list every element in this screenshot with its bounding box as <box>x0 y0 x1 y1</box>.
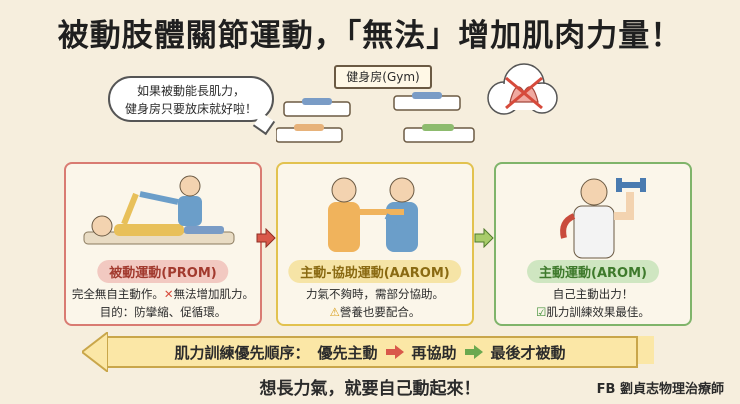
prom-desc-line-2: 目的：防攣縮、促循環。 <box>99 305 227 319</box>
arom-desc-line-1: 自己主動出力！ <box>552 287 634 301</box>
arrow-right-icon <box>385 345 404 359</box>
passive-exercise-illustration <box>83 175 235 245</box>
aarom-desc-line-2: ⚠營養也要配合。 <box>278 303 472 321</box>
no-muscle-thought-icon <box>487 63 558 115</box>
prom-desc-line-1: 完全無自主動作。✕無法增加肌力。 <box>66 285 260 303</box>
aarom-label: 主動-協助運動(AAROM) <box>288 260 462 283</box>
gym-sign: 健身房(Gym) <box>334 65 432 89</box>
aarom-desc-text: 營養也要配合。 <box>339 305 421 319</box>
arom-desc-text: 肌力訓練效果最佳。 <box>546 305 650 319</box>
prom-panel: 被動運動(PROM) 完全無自主動作。✕無法增加肌力。 目的：防攣縮、促循環。 <box>64 162 262 326</box>
active-exercise-illustration <box>560 178 646 259</box>
banner-arrow-head-icon <box>82 332 108 372</box>
priority-prefix: 肌力訓練優先順序： <box>174 343 310 362</box>
assisted-exercise-illustration <box>328 177 418 252</box>
priority-step-1: 優先主動 <box>317 343 378 362</box>
author-credit: FB 劉貞志物理治療師 <box>596 382 724 397</box>
prom-description: 完全無自主動作。✕無法增加肌力。 目的：防攣縮、促循環。 <box>66 285 260 321</box>
page-title: 被動肢體關節運動，「無法」增加肌肉力量！ <box>57 18 683 54</box>
arom-label: 主動運動(AROM) <box>527 260 659 283</box>
banner-tail <box>638 336 654 364</box>
arom-desc-line-2: ☑肌力訓練效果最佳。 <box>496 303 690 321</box>
prom-desc-part-a: 完全無自主動作。 <box>71 287 164 301</box>
warning-icon: ⚠ <box>329 305 340 319</box>
gym-beds-illustration <box>276 92 475 143</box>
arrow-right-icon <box>474 228 494 248</box>
prom-label: 被動運動(PROM) <box>97 260 229 283</box>
arrow-right-icon <box>256 228 276 248</box>
checkbox-check-icon: ☑ <box>536 305 547 319</box>
training-priority-banner: 肌力訓練優先順序： 優先主動 再協助 最後才被動 <box>82 332 654 372</box>
aarom-desc-line-1: 力氣不夠時，需部分協助。 <box>306 287 444 301</box>
speech-bubble: 如果被動能長肌力， 健身房只要放床就好啦！ <box>108 76 276 136</box>
priority-step-2: 再協助 <box>411 343 457 362</box>
footer-slogan: 想長力氣，就要自己動起來！ <box>259 379 481 399</box>
arom-panel: 主動運動(AROM) 自己主動出力！ ☑肌力訓練效果最佳。 <box>494 162 692 326</box>
aarom-description: 力氣不夠時，需部分協助。 ⚠營養也要配合。 <box>278 285 472 321</box>
prom-desc-part-b: 無法增加肌力。 <box>173 287 255 301</box>
cross-icon: ✕ <box>163 287 174 301</box>
arrow-right-icon <box>464 345 483 359</box>
aarom-panel: 主動-協助運動(AAROM) 力氣不夠時，需部分協助。 ⚠營養也要配合。 <box>276 162 474 326</box>
priority-step-3: 最後才被動 <box>490 343 566 362</box>
bubble-line-1: 如果被動能長肌力， <box>136 84 245 98</box>
arom-description: 自己主動出力！ ☑肌力訓練效果最佳。 <box>496 285 690 321</box>
bubble-line-2: 健身房只要放床就好啦！ <box>124 102 257 116</box>
